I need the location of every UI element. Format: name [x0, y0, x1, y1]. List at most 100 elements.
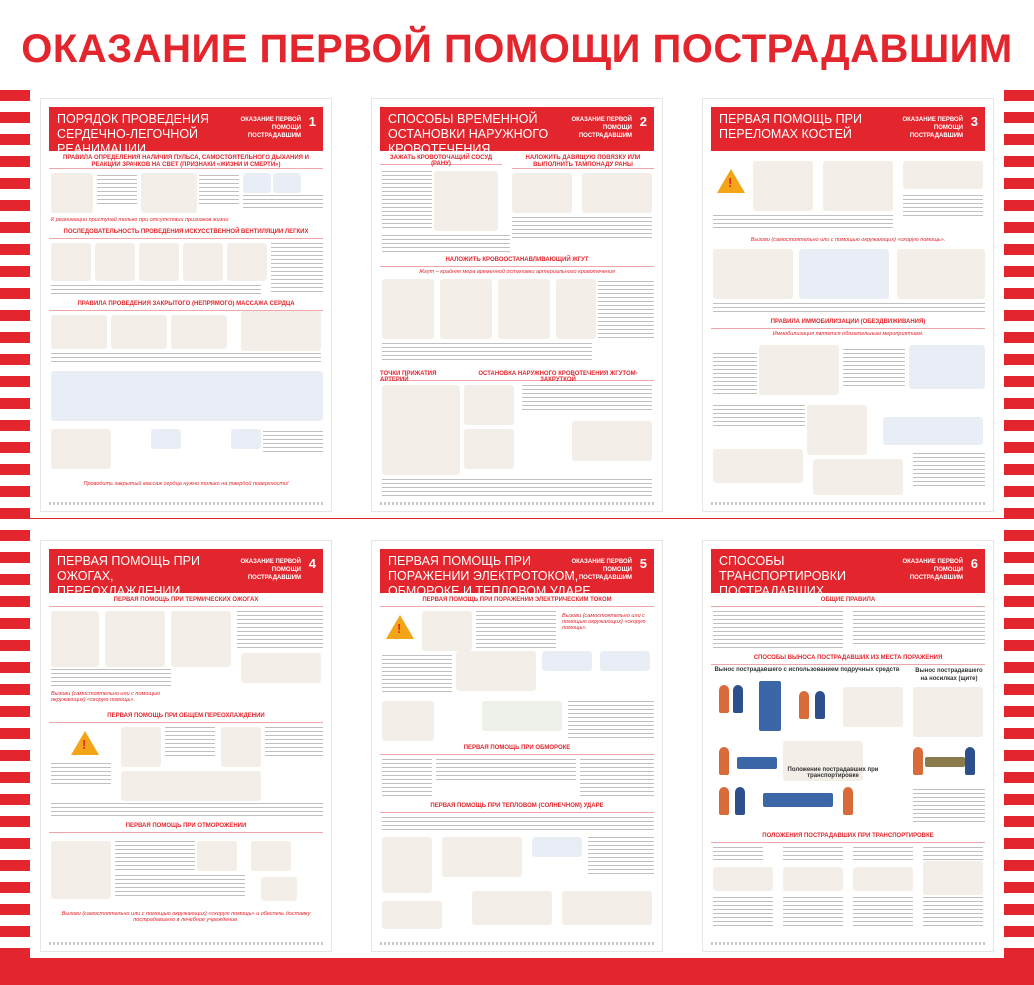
illustration	[121, 771, 261, 801]
section-title: ПЕРВАЯ ПОМОЩЬ ПРИ ОБЩЕМ ПЕРЕОХЛАЖДЕНИИ	[49, 713, 323, 723]
text-block	[783, 897, 843, 927]
poster-number: 2	[639, 114, 647, 129]
illustration	[600, 651, 650, 671]
text-block	[382, 817, 654, 831]
rescuer-figure	[719, 685, 729, 713]
rescuer-figure	[815, 691, 825, 719]
section-title: ОСТАНОВКА НАРУЖНОГО КРОВОТЕЧЕНИЯ ЖГУТОМ-…	[462, 371, 654, 383]
text-block	[51, 803, 323, 817]
illustration	[542, 651, 592, 671]
section-label: Вынос пострадавшего на носилках (щите)	[915, 668, 983, 682]
illustration	[482, 701, 562, 731]
text-block	[923, 897, 983, 927]
poster-tag: ОКАЗАНИЕ ПЕРВОЙ ПОМОЩИ ПОСТРАДАВШИМ	[902, 559, 963, 581]
section-label: Положение пострадавших при транспортиров…	[787, 767, 879, 779]
text-block	[853, 847, 913, 863]
text-block	[853, 611, 985, 647]
text-block	[512, 217, 652, 241]
section-title: ПЕРВАЯ ПОМОЩЬ ПРИ ОТМОРОЖЕНИИ	[49, 823, 323, 833]
poster-header: СПОСОБЫ ТРАНСПОРТИРОВКИ ПОСТРАДАВШИХ ОКА…	[711, 549, 985, 598]
warning-icon	[717, 169, 745, 193]
text-block	[913, 789, 985, 825]
illustration	[183, 243, 223, 281]
illustration	[572, 421, 652, 461]
illustration	[843, 687, 903, 727]
poster-title: ПЕРВАЯ ПОМОЩЬ ПРИ ОЖОГАХ, ПЕРЕОХЛАЖДЕНИИ…	[57, 554, 200, 613]
poster-number: 3	[970, 114, 978, 129]
section-title: ПРАВИЛА ПРОВЕДЕНИЯ ЗАКРЫТОГО (НЕПРЯМОГО)…	[49, 301, 323, 311]
text-block	[115, 841, 195, 871]
illustration	[759, 345, 839, 395]
rescuer-figure	[913, 747, 923, 775]
poster-bleeding: СПОСОБЫ ВРЕМЕННОЙ ОСТАНОВКИ НАРУЖНОГО КР…	[371, 98, 663, 512]
illustration	[51, 243, 91, 281]
poster-electrocution: ПЕРВАЯ ПОМОЩЬ ПРИ ПОРАЖЕНИИ ЭЛЕКТРОТОКОМ…	[371, 540, 663, 952]
illustration	[51, 315, 107, 349]
poster-number: 1	[308, 114, 316, 129]
text-block	[263, 431, 323, 455]
poster-header: ПЕРВАЯ ПОМОЩЬ ПРИ ПЕРЕЛОМАХ КОСТЕЙ ОКАЗА…	[711, 107, 985, 151]
section-title: ПЕРВАЯ ПОМОЩЬ ПРИ ТЕРМИЧЕСКИХ ОЖОГАХ	[49, 597, 323, 607]
text-block	[237, 611, 323, 651]
illustration	[227, 243, 267, 281]
illustration	[261, 877, 297, 901]
illustration	[241, 311, 321, 351]
text-block	[51, 285, 261, 297]
text-block	[51, 353, 321, 365]
note: Вызови (самостоятельно или с помощью окр…	[750, 237, 946, 243]
illustration	[382, 901, 442, 929]
poster-burns: ПЕРВАЯ ПОМОЩЬ ПРИ ОЖОГАХ, ПЕРЕОХЛАЖДЕНИИ…	[40, 540, 332, 952]
stretcher	[737, 757, 777, 769]
text-block	[713, 353, 757, 397]
note: Иммобилизация является обязательным меро…	[772, 331, 924, 337]
poster-title: СПОСОБЫ ВРЕМЕННОЙ ОСТАНОВКИ НАРУЖНОГО КР…	[388, 112, 549, 156]
section-title: ПОСЛЕДОВАТЕЛЬНОСТЬ ПРОВЕДЕНИЯ ИСКУССТВЕН…	[49, 229, 323, 239]
stand-bottom-band	[0, 957, 1034, 985]
illustration	[562, 891, 652, 925]
text-block	[568, 701, 654, 741]
poster-title: СПОСОБЫ ТРАНСПОРТИРОВКИ ПОСТРАДАВШИХ	[719, 554, 847, 598]
section-title: НАЛОЖИТЬ ДАВЯЩУЮ ПОВЯЗКУ ИЛИ ВЫПОЛНИТЬ Т…	[512, 155, 654, 169]
illustration	[95, 243, 135, 281]
text-block	[713, 847, 763, 863]
text-block	[382, 343, 592, 363]
poster-footer	[49, 942, 323, 945]
illustration	[909, 345, 985, 389]
illustration	[883, 417, 983, 445]
text-block	[382, 171, 432, 231]
illustration	[853, 867, 913, 891]
illustration	[903, 161, 983, 189]
illustration	[382, 279, 434, 339]
illustration	[273, 173, 301, 193]
poster-tag: ОКАЗАНИЕ ПЕРВОЙ ПОМОЩИ ПОСТРАДАВШИМ	[571, 117, 632, 139]
illustration	[799, 249, 889, 299]
poster-tag: ОКАЗАНИЕ ПЕРВОЙ ПОМОЩИ ПОСТРАДАВШИМ	[240, 559, 301, 581]
illustration	[472, 891, 552, 925]
stretcher	[759, 681, 781, 731]
illustration	[442, 837, 522, 877]
illustration	[241, 653, 321, 683]
illustration	[139, 243, 179, 281]
text-block	[598, 281, 654, 341]
text-block	[713, 611, 843, 651]
note: Вызови (самостоятельно или с помощью окр…	[562, 613, 646, 631]
text-block	[522, 385, 652, 413]
section-title: ЗАЖАТЬ КРОВОТОЧАЩИЙ СОСУД (РАНУ)	[380, 155, 502, 167]
rescuer-figure	[733, 685, 743, 713]
text-block	[51, 763, 111, 787]
text-block	[382, 759, 432, 799]
illustration	[456, 651, 536, 691]
illustration	[422, 611, 472, 651]
text-block	[713, 405, 805, 427]
poster-tag: ОКАЗАНИЕ ПЕРВОЙ ПОМОЩИ ПОСТРАДАВШИМ	[571, 559, 632, 581]
illustration	[51, 841, 111, 899]
illustration	[151, 429, 181, 449]
illustration	[171, 315, 227, 349]
illustration	[231, 429, 261, 449]
rescuer-figure	[735, 787, 745, 815]
section-label: Вынос пострадавшего с использованием под…	[714, 667, 900, 673]
note: К реанимации приступай только при отсутс…	[51, 217, 229, 223]
illustration	[243, 173, 271, 193]
text-block	[903, 195, 983, 219]
text-block	[783, 847, 843, 863]
